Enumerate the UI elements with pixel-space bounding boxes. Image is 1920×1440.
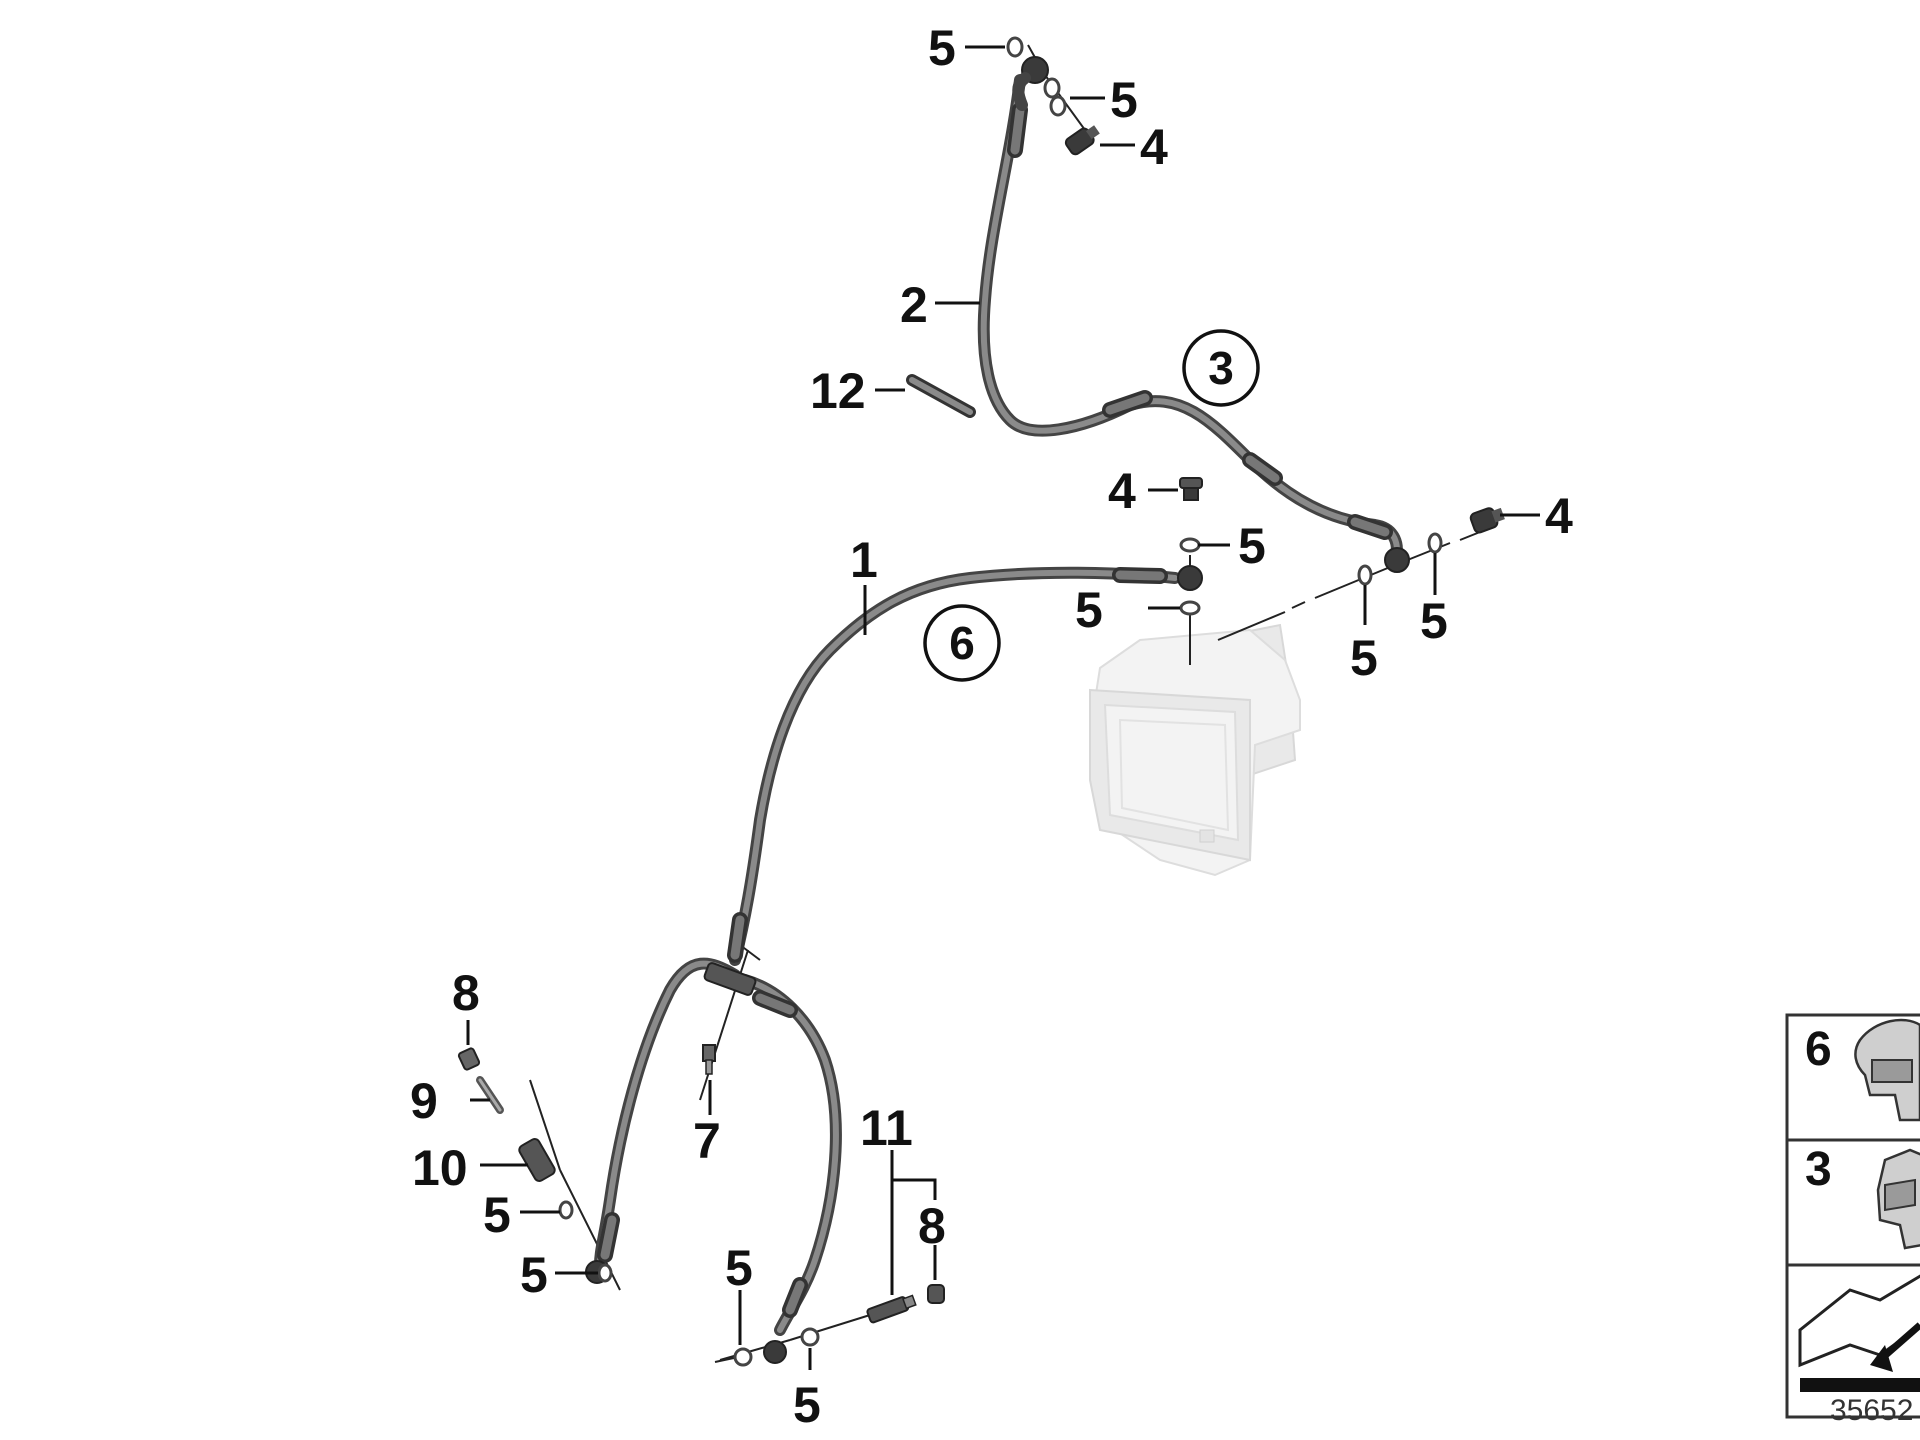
callout-10: 10 <box>412 1140 468 1196</box>
callout-11: 11 <box>860 1100 913 1156</box>
clip-holder-icon <box>1876 1148 1920 1250</box>
callout-5: 5 <box>725 1240 753 1296</box>
callout-1: 1 <box>850 532 878 588</box>
callout-12: 12 <box>810 363 866 419</box>
callout-5: 5 <box>1420 593 1448 649</box>
diagram-id: 35652 <box>1830 1394 1913 1427</box>
callout-5: 5 <box>1075 582 1103 638</box>
callout-5: 5 <box>483 1187 511 1243</box>
callout-7: 7 <box>693 1113 721 1169</box>
circled-callout-6: 6 <box>949 617 975 669</box>
brake-hose-upper <box>977 56 1410 573</box>
callout-4: 4 <box>1108 463 1136 519</box>
callout-4: 4 <box>1140 119 1168 175</box>
circled-callout-3: 3 <box>1208 342 1234 394</box>
callout-5: 5 <box>520 1247 548 1303</box>
circled-labels: 3 6 <box>923 329 1260 682</box>
legend-number-3: 3 <box>1805 1143 1832 1196</box>
small-parts <box>457 36 1505 1367</box>
callout-4: 4 <box>1545 488 1573 544</box>
legend-box: 6 3 <box>1785 1013 1920 1419</box>
callout-8: 8 <box>918 1198 946 1254</box>
callout-2: 2 <box>900 277 928 333</box>
brake-hose-main <box>585 565 1203 1364</box>
callout-5: 5 <box>793 1377 821 1433</box>
bent-arrow-symbol-icon <box>1798 1274 1920 1392</box>
callout-labels: 5 5 4 2 12 4 5 5 5 5 4 1 7 8 9 10 5 5 5 … <box>410 20 1573 1433</box>
callout-9: 9 <box>410 1073 438 1129</box>
routing-dash-lines <box>529 44 1486 1363</box>
callout-5: 5 <box>1110 72 1138 128</box>
callout-5: 5 <box>1350 630 1378 686</box>
callout-8: 8 <box>452 965 480 1021</box>
legend-number-6: 6 <box>1805 1023 1832 1076</box>
leader-lines <box>466 45 1540 1370</box>
abs-hydraulic-unit <box>1088 623 1301 877</box>
callout-5: 5 <box>1238 518 1266 574</box>
clamp-clip-icon <box>1854 1018 1920 1122</box>
callout-5: 5 <box>928 20 956 76</box>
